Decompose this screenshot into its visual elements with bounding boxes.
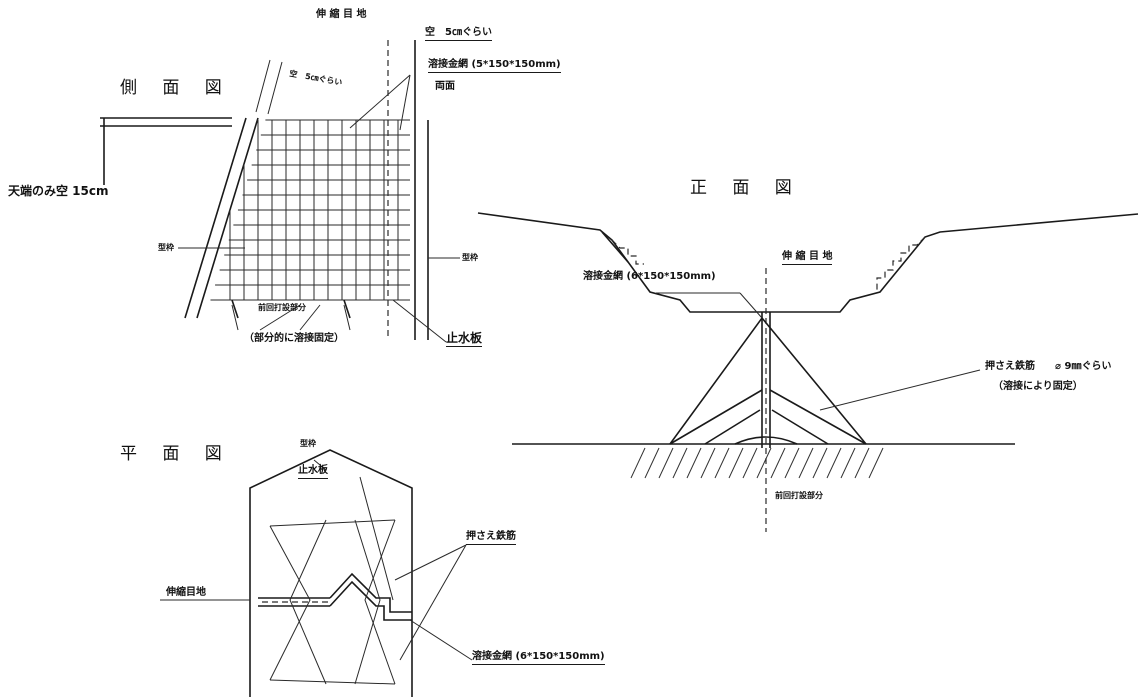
plan-view-title: 平 面 図 bbox=[120, 444, 232, 464]
front-view-title: 正 面 図 bbox=[690, 178, 802, 198]
front-view-drawing bbox=[477, 212, 1139, 532]
side-partial-weld-label: （部分的に溶接固定） bbox=[244, 333, 344, 344]
plan-waterstop-label: 止水板 bbox=[298, 466, 328, 479]
side-prev-pour-label: 前回打設部分 bbox=[258, 303, 306, 312]
front-prev-pour-label: 前回打設部分 bbox=[775, 491, 823, 500]
plan-form-label: 型枠 bbox=[300, 439, 316, 448]
front-mesh-label: 溶接金網 (6*150*150mm) bbox=[583, 271, 716, 282]
form-slant-line bbox=[196, 117, 259, 319]
side-mesh-label: 溶接金網 (5*150*150mm) bbox=[428, 60, 561, 73]
side-form-right-label: 型枠 bbox=[462, 253, 478, 262]
side-mesh-grid bbox=[210, 119, 410, 301]
side-gap-top-label: 空 5㎝ぐらい bbox=[425, 28, 492, 41]
side-waterstop-label: 止水板 bbox=[446, 331, 483, 347]
front-rebar-label: 押さえ鉄筋 ⌀ 9㎜ぐらい bbox=[985, 361, 1112, 372]
plan-joint-label: 伸縮目地 bbox=[166, 587, 206, 598]
side-form-left-label: 型枠 bbox=[158, 243, 174, 252]
side-joint-label: 伸 縮 目 地 bbox=[316, 9, 367, 20]
front-joint-label: 伸 縮 目 地 bbox=[782, 252, 833, 265]
side-view-drawing bbox=[100, 40, 460, 343]
side-view-title: 側 面 図 bbox=[120, 78, 232, 98]
plan-rebar-label: 押さえ鉄筋 bbox=[466, 532, 516, 545]
plan-view-drawing bbox=[160, 449, 473, 697]
front-weld-fix-label: （溶接により固定） bbox=[993, 381, 1083, 392]
plan-mesh-label: 溶接金網 (6*150*150mm) bbox=[472, 652, 605, 665]
side-both-sides-label: 両面 bbox=[435, 81, 455, 92]
ground-hatch bbox=[630, 447, 884, 479]
side-crest-gap-label: 天端のみ空 15cm bbox=[8, 184, 109, 198]
